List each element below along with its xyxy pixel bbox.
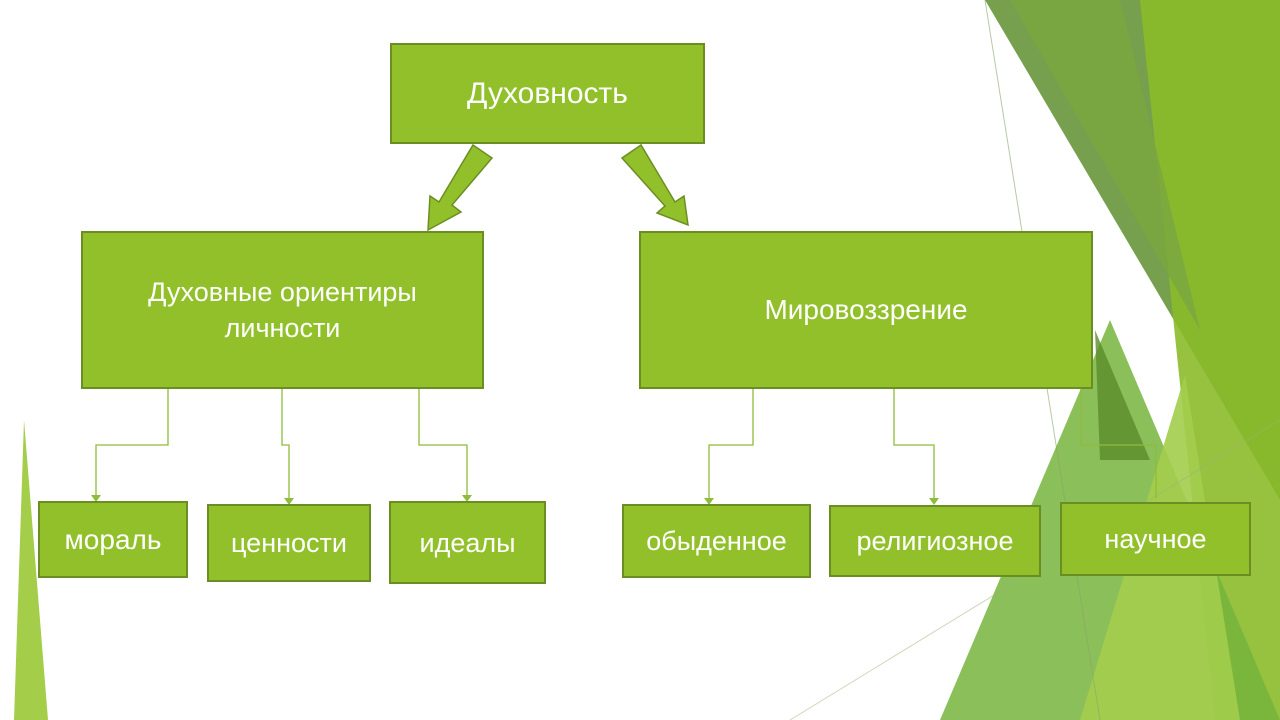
decor-triangle-bottom-dark: [1095, 330, 1150, 460]
leaf-node-label: научное: [1104, 524, 1207, 554]
arrowhead-religious: [929, 498, 939, 505]
arrow-to-right-branch: [620, 143, 689, 227]
root-node: Духовность: [390, 43, 705, 144]
leaf-node-everyday: обыденное: [622, 504, 811, 578]
arrow-to-left-branch: [427, 143, 494, 232]
leaf-node-values: ценности: [207, 504, 371, 582]
arrowhead-values: [284, 498, 294, 505]
connector-ideals: [418, 389, 468, 497]
leaf-node-religious: религиозное: [829, 505, 1041, 577]
connector-religious: [893, 389, 935, 501]
leaf-node-ideals: идеалы: [389, 501, 546, 584]
leaf-node-label: религиозное: [856, 525, 1014, 556]
branch-node-label: Духовные ориентиры личности: [148, 277, 417, 343]
branch-node-spiritual-orientations: Духовные ориентиры личности: [81, 231, 484, 389]
branch-node-worldview: Мировоззрение: [639, 231, 1093, 389]
branch-node-label: Мировоззрение: [764, 294, 968, 325]
connector-moral: [95, 389, 169, 497]
leaf-node-label: обыденное: [646, 526, 787, 556]
connector-everyday: [708, 389, 754, 501]
leaf-node-label: ценности: [231, 528, 347, 558]
decor-triangle-mid: [1010, 0, 1200, 330]
leaf-node-label: идеалы: [419, 527, 516, 558]
arrowhead-moral: [91, 495, 101, 502]
leaf-node-label: мораль: [64, 523, 162, 555]
root-node-label: Духовность: [467, 76, 628, 110]
connector-scientific: [1080, 389, 1157, 498]
leaf-node-scientific: научное: [1060, 502, 1251, 576]
arrowhead-ideals: [462, 495, 472, 502]
leaf-node-moral: мораль: [38, 501, 188, 578]
connector-values: [281, 389, 290, 501]
decor-triangle-left: [14, 420, 48, 720]
arrowhead-everyday: [704, 498, 714, 505]
